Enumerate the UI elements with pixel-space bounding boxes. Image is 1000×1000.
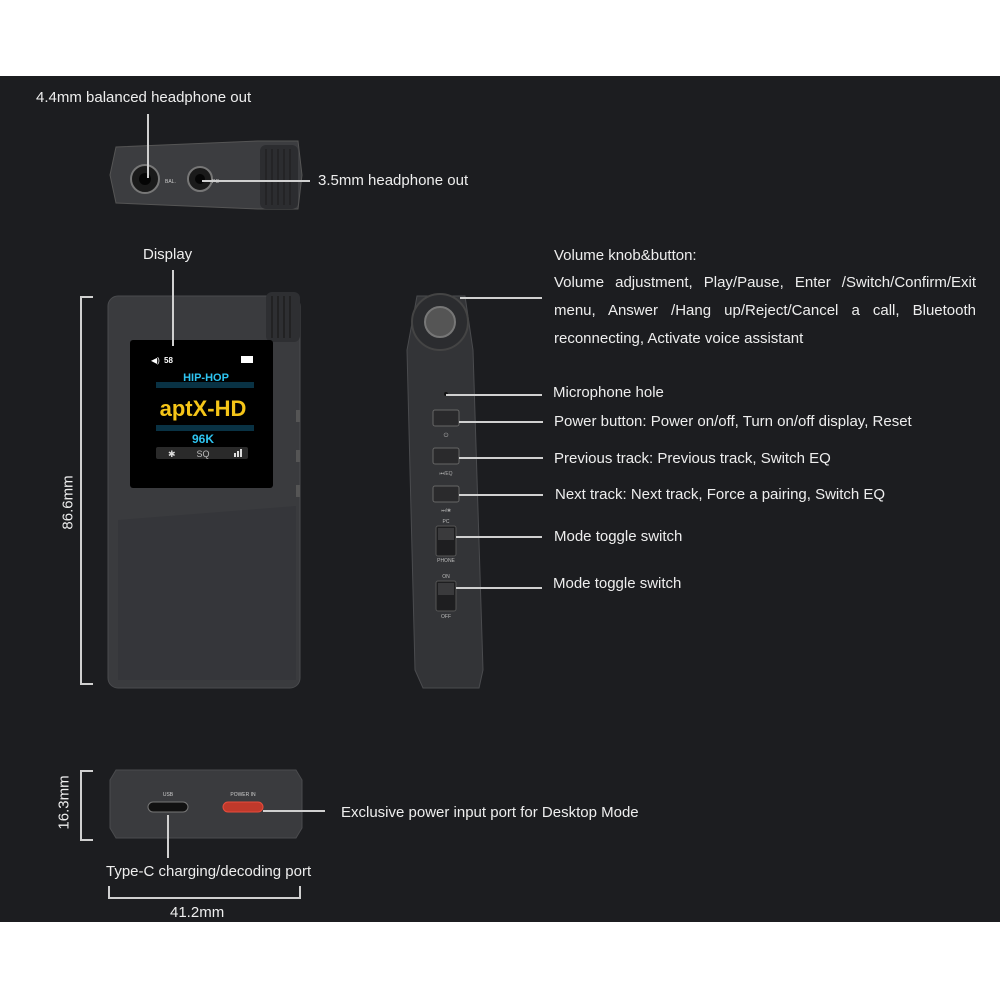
display-label: Display	[143, 246, 193, 263]
bottom-height-bracket	[80, 770, 82, 840]
mode-toggle-1-leader	[456, 536, 542, 538]
next-track-button	[432, 485, 460, 503]
headphone-out-label: 3.5mm headphone out	[318, 172, 469, 189]
power-button	[432, 409, 460, 427]
power-input-leader	[263, 810, 325, 812]
volume-knob-leader	[460, 297, 542, 299]
microphone-leader	[446, 394, 542, 396]
previous-track-button	[432, 447, 460, 465]
bottom-height-bracket-bottom	[80, 839, 93, 841]
switch1-bottom-text: PHONE	[437, 558, 455, 564]
volume-desc-line-3: reconnecting, Activate voice assistant	[554, 330, 804, 347]
next-track-leader	[459, 494, 543, 496]
microphone-label: Microphone hole	[553, 384, 664, 401]
front-height-bracket	[80, 296, 82, 684]
bottom-height-dimension: 16.3mm	[55, 775, 73, 830]
width-bracket	[108, 897, 300, 899]
headphone-out-leader	[202, 180, 310, 182]
typec-label: Type-C charging/decoding port	[106, 863, 312, 880]
screen-sample-rate: 96K	[192, 432, 214, 446]
front-height-bracket-bottom	[80, 683, 93, 685]
width-bracket-right	[299, 886, 301, 899]
previous-track-label: Previous track: Previous track, Switch E…	[554, 450, 831, 467]
signal-icon	[234, 449, 242, 457]
usb-c-port-icon	[147, 801, 189, 813]
mode-toggle-2-leader	[456, 587, 542, 589]
screen-quality: SQ	[196, 449, 209, 459]
power-in-port-text: POWER IN	[230, 792, 256, 798]
bottom-height-bracket-top	[80, 770, 93, 772]
power-in-port-icon	[222, 801, 264, 813]
front-height-dimension: 86.6mm	[59, 475, 77, 530]
balanced-out-label: 4.4mm balanced headphone out	[36, 89, 252, 106]
volume-desc-line-2: menu, Answer /Hang up/Reject/Cancel a ca…	[554, 302, 976, 319]
power-button-leader	[459, 421, 543, 423]
power-input-label: Exclusive power input port for Desktop M…	[341, 804, 639, 821]
switch2-bottom-text: OFF	[441, 614, 451, 620]
front-view-device: 58 ◀) HIP-HOP aptX-HD 96K SQ ✱	[107, 292, 301, 689]
next-track-label: Next track: Next track, Force a pairing,…	[555, 486, 886, 503]
previous-track-leader	[459, 457, 543, 459]
front-height-bracket-top	[80, 296, 93, 298]
balanced-out-leader	[147, 114, 149, 178]
volume-knob-description: Volume adjustment, Play/Pause, Enter /Sw…	[554, 269, 976, 353]
mode-toggle-2-label: Mode toggle switch	[553, 575, 682, 592]
width-dimension: 41.2mm	[170, 904, 225, 921]
side-view-device: ⏻ ⏮/EQ ⏭/✱ PC PHONE ON OFF	[406, 293, 484, 689]
screen-status-num: 58	[164, 356, 173, 365]
power-button-label: Power button: Power on/off, Turn on/off …	[554, 413, 912, 430]
volume-desc-line-1: Volume adjustment, Play/Pause, Enter /Sw…	[554, 274, 976, 291]
usb-port-text: USB	[163, 792, 174, 798]
bluetooth-icon: ✱	[168, 449, 176, 459]
port-bal-text: BAL.	[165, 179, 176, 185]
top-view-device: BAL. PO	[109, 140, 303, 210]
svg-text:⏻: ⏻	[444, 432, 449, 439]
screen-genre: HIP-HOP	[183, 372, 229, 384]
switch1-top-text: PC	[443, 519, 450, 525]
svg-text:◀): ◀)	[151, 356, 160, 365]
svg-text:⏭/✱: ⏭/✱	[441, 508, 451, 514]
width-bracket-left	[108, 886, 110, 899]
typec-leader	[167, 815, 169, 858]
volume-knob-title: Volume knob&button:	[554, 247, 697, 264]
screen-codec: aptX-HD	[160, 396, 247, 421]
bottom-view-device: USB POWER IN	[109, 769, 303, 839]
port-po-text: PO	[212, 179, 219, 185]
switch2-top-text: ON	[442, 574, 450, 580]
display-leader	[172, 270, 174, 346]
mode-toggle-1-label: Mode toggle switch	[554, 528, 683, 545]
svg-text:⏮/EQ: ⏮/EQ	[439, 471, 452, 477]
